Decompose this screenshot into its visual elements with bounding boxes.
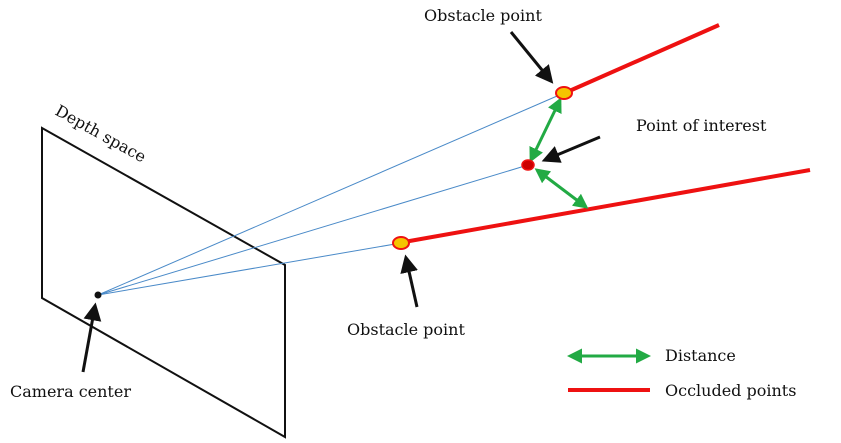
poi-pointer-arrow bbox=[541, 135, 601, 163]
ray-bottom-obstacle bbox=[97, 242, 402, 296]
depth-space-label: Depth space bbox=[52, 101, 149, 166]
occluded-line-bottom bbox=[403, 168, 811, 244]
occluded-line-top bbox=[566, 23, 720, 94]
camera-center-pointer-arrow bbox=[81, 302, 102, 373]
obstacle-top-pointer-arrow bbox=[509, 31, 554, 84]
ray-top-obstacle bbox=[97, 92, 565, 296]
point-of-interest-marker bbox=[521, 159, 535, 171]
distance-arrow-lower bbox=[534, 168, 589, 209]
obstacle-point-top-marker bbox=[555, 86, 573, 100]
legend-occluded-label: Occluded points bbox=[665, 381, 796, 400]
camera-center-dot bbox=[94, 291, 102, 299]
obstacle-point-top-label: Obstacle point bbox=[424, 6, 542, 25]
distance-arrow-upper bbox=[529, 97, 562, 163]
camera-center-label: Camera center bbox=[10, 382, 131, 401]
point-of-interest-label: Point of interest bbox=[636, 116, 767, 135]
legend: Distance Occluded points bbox=[567, 346, 796, 400]
legend-item-occluded: Occluded points bbox=[568, 381, 796, 400]
depth-space-plane bbox=[41, 126, 286, 439]
obstacle-point-bottom-label: Obstacle point bbox=[347, 320, 465, 339]
ray-point-of-interest bbox=[97, 164, 529, 296]
legend-distance-label: Distance bbox=[665, 346, 736, 365]
obstacle-point-bottom-marker bbox=[392, 236, 410, 250]
obstacle-bottom-pointer-arrow bbox=[400, 254, 419, 308]
legend-item-distance: Distance bbox=[567, 346, 736, 365]
